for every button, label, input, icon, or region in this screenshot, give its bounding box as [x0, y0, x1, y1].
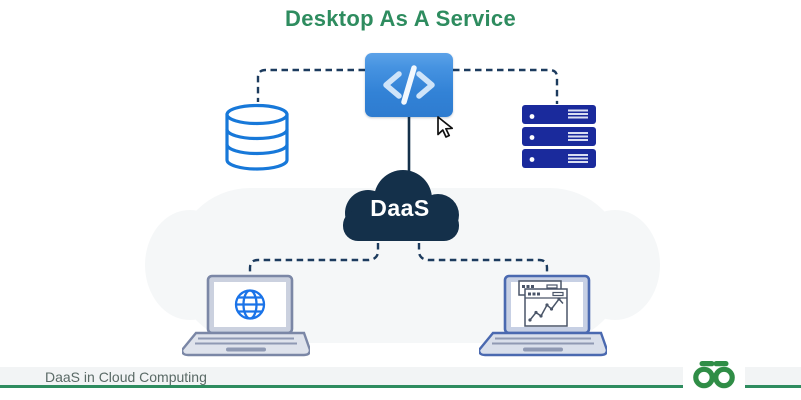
page-title: Desktop As A Service [285, 6, 516, 31]
footer-caption: DaaS in Cloud Computing [45, 369, 207, 385]
footer-divider [0, 385, 801, 388]
code-icon [365, 53, 453, 117]
mouse-cursor-icon [437, 116, 454, 138]
globe-icon [234, 289, 266, 320]
geeksforgeeks-logo [693, 361, 735, 389]
server-stack-icon [522, 105, 596, 168]
code-glyph [383, 65, 435, 105]
footer-band [0, 367, 801, 386]
laptop-with-analytics-icon [479, 274, 607, 357]
database-icon [225, 103, 289, 171]
laptop-with-globe-icon [182, 274, 310, 357]
browser-windows-chart-icon [518, 280, 568, 327]
cloud-label: DaaS [370, 195, 430, 221]
daas-cloud [343, 170, 459, 241]
